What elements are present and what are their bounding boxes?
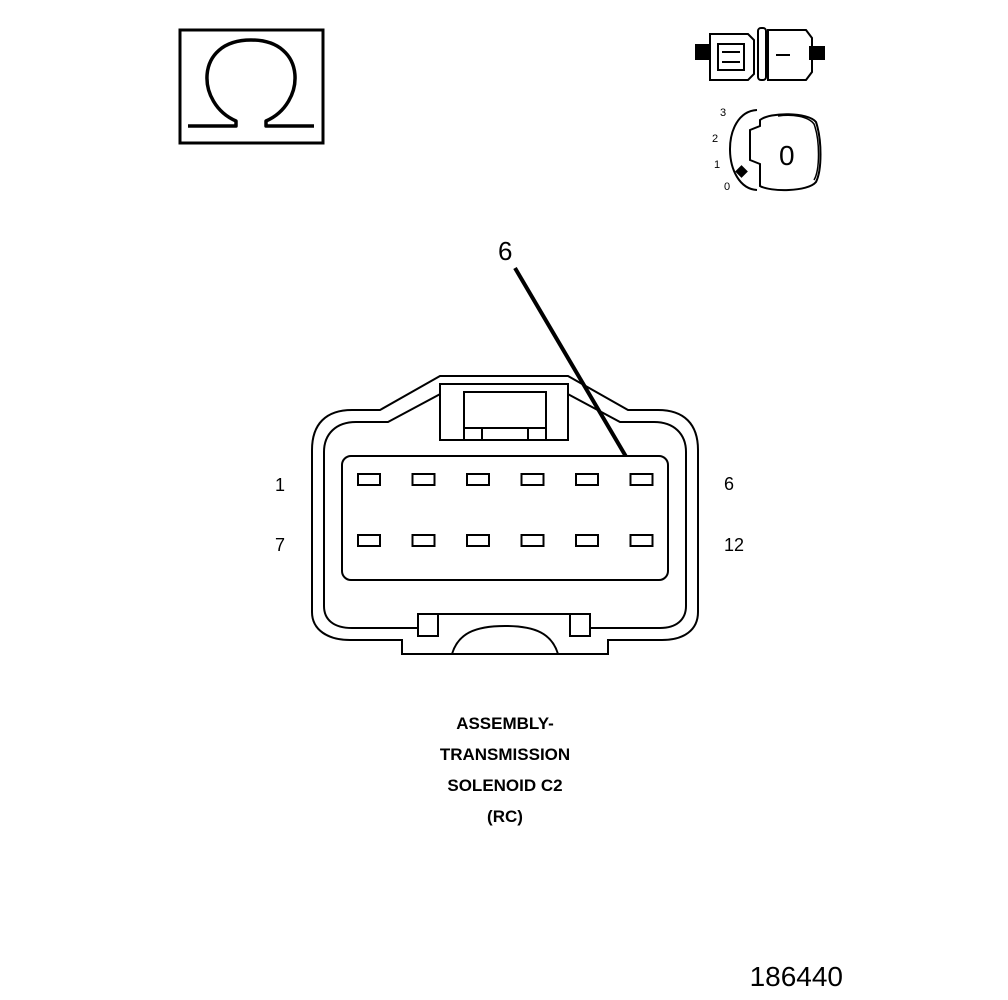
ignition-key-icon: 0 <box>729 109 822 192</box>
pin-label-left: 1 <box>275 475 285 495</box>
scale-number: 2 <box>712 133 718 145</box>
pin-cavity-3 <box>466 473 490 486</box>
pin-label-right: 6 <box>724 474 734 494</box>
pin-cavity-6 <box>629 473 654 486</box>
scale-number: 3 <box>720 107 726 119</box>
pin-cavity-5 <box>575 473 599 486</box>
connector-pins <box>357 473 654 547</box>
pin-cavity-2 <box>411 473 436 486</box>
figure-id: 186440 <box>750 961 843 992</box>
pin-cavity-7 <box>357 534 381 547</box>
key-position-label: 0 <box>779 140 795 171</box>
title-line: TRANSMISSION <box>440 745 570 764</box>
pin-cavity-12 <box>629 534 654 547</box>
pin-label-left: 7 <box>275 535 285 555</box>
ignition-scale: 3 2 1 0 <box>712 107 730 193</box>
pin-cavity-1 <box>357 473 381 486</box>
pin-label-right: 12 <box>724 535 744 555</box>
title-line: (RC) <box>487 807 523 826</box>
scale-number: 1 <box>714 159 720 171</box>
title-line: ASSEMBLY- <box>456 714 554 733</box>
pin-cavity-8 <box>411 534 436 547</box>
disconnected-connector-icon <box>695 27 825 81</box>
callout-label: 6 <box>498 236 512 266</box>
pin-cavity-4 <box>520 473 545 486</box>
pin-cavity-9 <box>466 534 490 547</box>
pin-cavity-10 <box>520 534 545 547</box>
ohmmeter-icon <box>178 28 325 145</box>
pin-cavity-11 <box>575 534 599 547</box>
connector-housing <box>311 375 699 655</box>
scale-number: 0 <box>724 181 730 193</box>
title-line: SOLENOID C2 <box>447 776 562 795</box>
callout-arrow <box>513 266 637 476</box>
